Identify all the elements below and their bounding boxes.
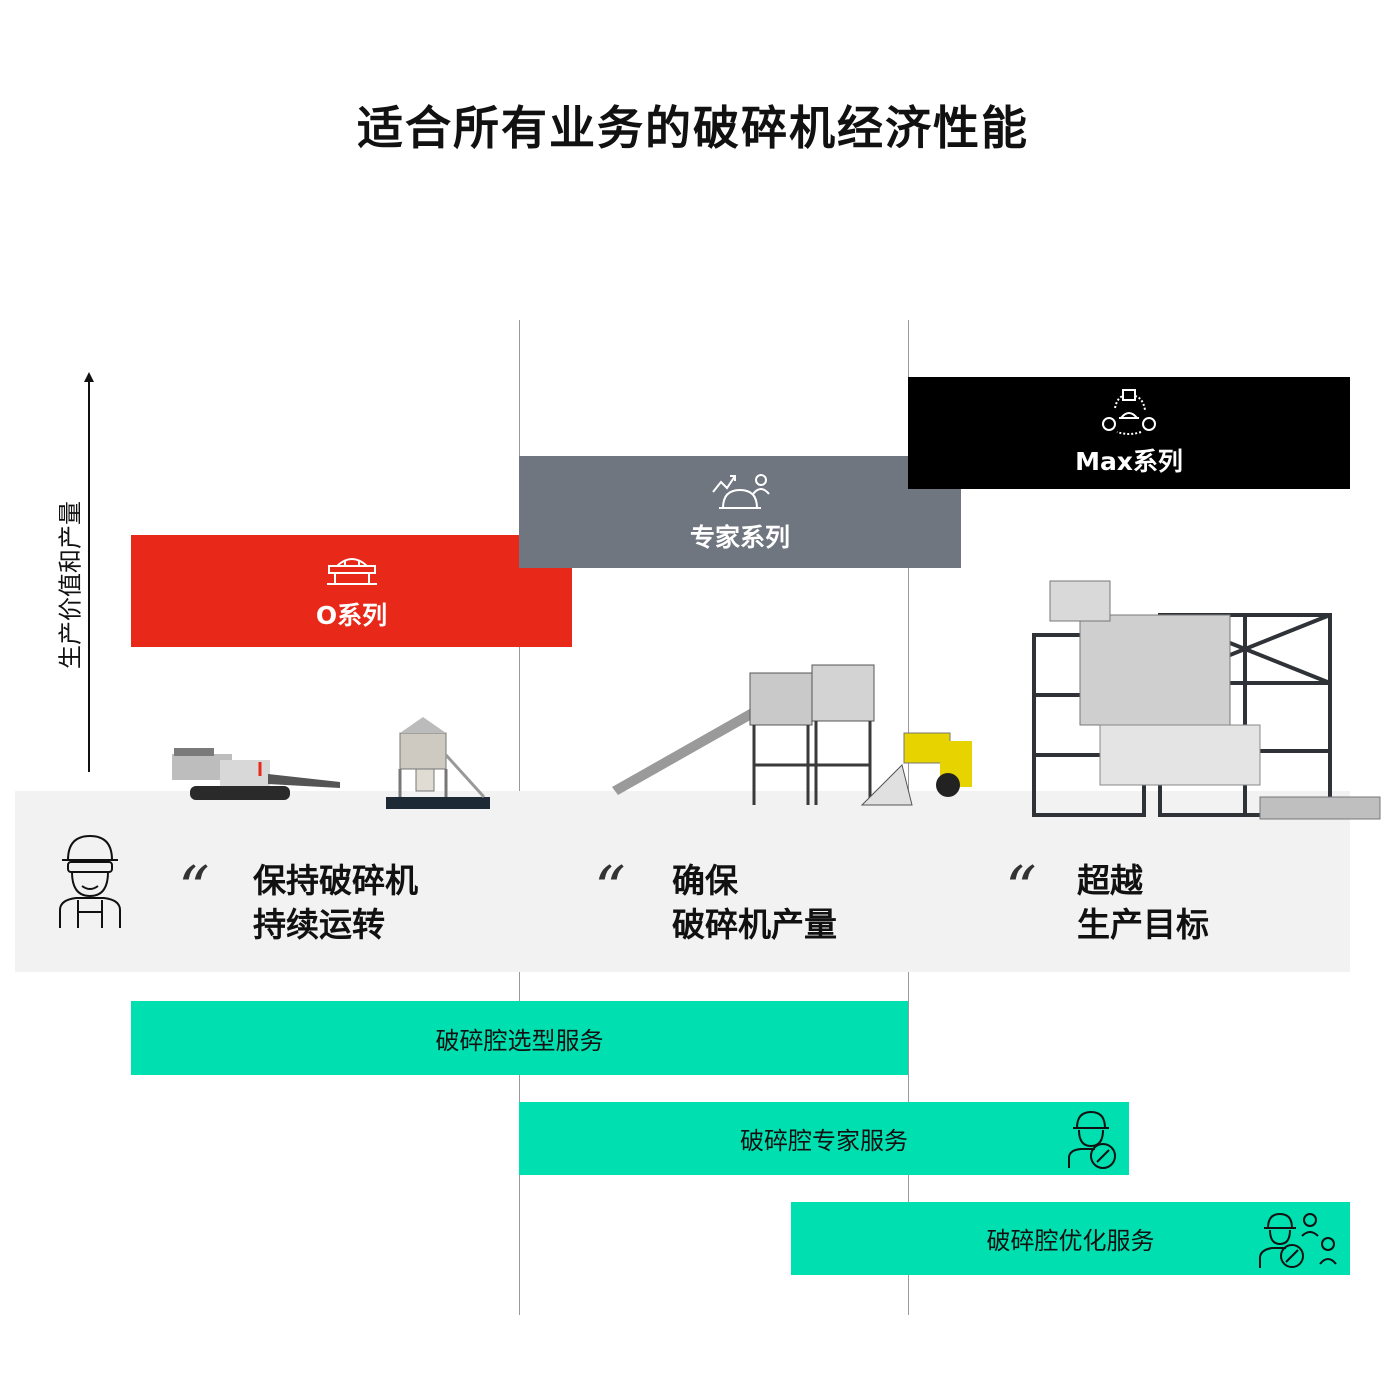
max-plant-image: [1032, 580, 1381, 820]
quote-icon: “: [1005, 852, 1037, 925]
axis-label: 生产价值和产量: [56, 501, 85, 669]
service-selection: 破碎腔选型服务: [131, 1001, 908, 1075]
slogan-band: [15, 791, 1350, 972]
service-expert: 破碎腔专家服务: [519, 1102, 1129, 1175]
axis-line: [88, 380, 90, 772]
service-label: 破碎腔专家服务: [740, 1127, 908, 1155]
series-max: Max系列: [908, 377, 1350, 489]
worker-helmet-icon: [59, 834, 121, 928]
slogan-3: 超越 生产目标: [1077, 861, 1209, 944]
service-label: 破碎腔优化服务: [986, 1227, 1155, 1255]
cycle-process-icon: [1102, 389, 1156, 435]
crusher-icon: [326, 558, 377, 585]
mobile-crusher-image: [172, 748, 340, 800]
slogan-1: 保持破碎机 持续运转: [253, 861, 418, 944]
series-o: O系列: [131, 535, 572, 647]
series-expert: 专家系列: [519, 456, 961, 568]
page-title: 适合所有业务的破碎机经济性能: [357, 101, 1029, 155]
expert-growth-icon: [712, 474, 770, 509]
axis-arrow-icon: [84, 372, 94, 382]
slogan-2: 确保 破碎机产量: [672, 861, 837, 944]
service-optimization: 破碎腔优化服务: [791, 1202, 1350, 1275]
series-label: Max系列: [1075, 447, 1183, 476]
team-wrench-icon: [1259, 1212, 1337, 1268]
stationary-crusher-image: [386, 717, 490, 809]
quote-icon: “: [594, 852, 626, 925]
series-label: O系列: [315, 601, 388, 630]
series-label: 专家系列: [689, 523, 790, 552]
service-label: 破碎腔选型服务: [435, 1026, 604, 1055]
quote-icon: “: [178, 852, 210, 925]
expert-wrench-icon: [1068, 1110, 1116, 1169]
expert-plant-image: [612, 664, 972, 806]
